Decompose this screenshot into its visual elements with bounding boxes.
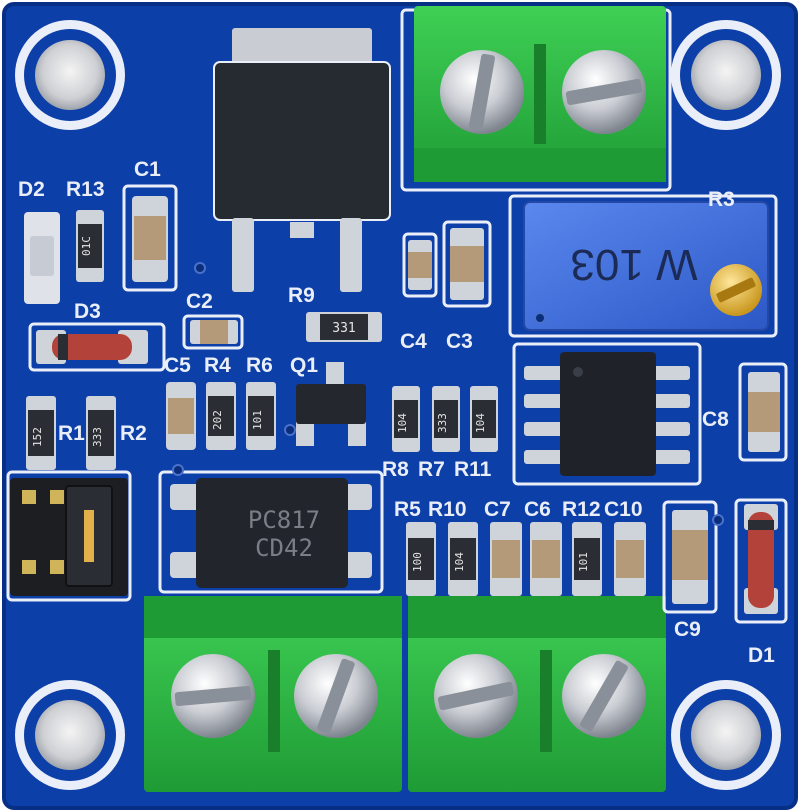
label-r11: R11 [454, 458, 492, 481]
jumper-header [10, 478, 128, 596]
screw-top-left [440, 50, 524, 134]
terminal-block-bottom-left [144, 596, 402, 792]
label-d2: D2 [18, 178, 45, 201]
label-c6: C6 [524, 498, 551, 521]
screw-bottom-right-2 [562, 654, 646, 738]
resistor-r5: 100 [406, 522, 436, 596]
label-r12: R12 [562, 498, 601, 521]
mounting-hole-bottom-left [15, 680, 125, 790]
voltage-regulator [213, 28, 391, 292]
label-q1: Q1 [290, 354, 318, 377]
resistor-r7: 333 [432, 386, 460, 452]
svg-text:202: 202 [211, 410, 224, 430]
screw-bottom-left-1 [171, 654, 255, 738]
svg-text:333: 333 [436, 413, 449, 433]
capacitor-c1 [122, 184, 178, 292]
label-r6: R6 [246, 354, 273, 377]
label-r2: R2 [120, 422, 147, 445]
svg-text:152: 152 [31, 427, 44, 447]
label-r13: R13 [66, 178, 105, 201]
label-r4: R4 [204, 354, 231, 377]
mounting-hole-top-right [671, 20, 781, 130]
label-c8: C8 [702, 408, 729, 431]
capacitor-c6 [530, 522, 562, 596]
label-c4: C4 [400, 330, 427, 353]
svg-text:104: 104 [453, 552, 466, 572]
diode-d1 [734, 498, 788, 624]
svg-text:104: 104 [396, 413, 409, 433]
reference-designators: D2 R13 C1 D3 C2 R9 R3 C4 C3 C5 R4 R6 Q1 … [18, 158, 775, 667]
label-c10: C10 [604, 498, 643, 521]
capacitor-c10 [614, 522, 646, 596]
label-c3: C3 [446, 330, 473, 353]
pot-adjust-screw [710, 264, 762, 316]
capacitor-c9 [662, 500, 718, 614]
vias [172, 262, 724, 526]
mounting-hole-bottom-right [671, 680, 781, 790]
resistor-r9: 331 [306, 312, 382, 342]
capacitor-c7 [490, 522, 522, 596]
label-r5: R5 [394, 498, 421, 521]
screw-top-right [562, 50, 646, 134]
ic-soic8 [524, 352, 690, 476]
transistor-q1 [296, 362, 366, 446]
svg-text:100: 100 [411, 552, 424, 572]
resistor-r2: 333 [86, 396, 116, 470]
resistor-r6: 101 [246, 382, 276, 450]
resistor-r11: 104 [470, 386, 498, 452]
resistor-r1: 152 [26, 396, 56, 470]
label-r3: R3 [708, 188, 735, 211]
label-d1: D1 [748, 644, 775, 667]
screw-bottom-left-2 [294, 654, 378, 738]
label-c1: C1 [134, 158, 161, 181]
pot-marking: W 103 [570, 240, 697, 289]
label-r10: R10 [428, 498, 467, 521]
resistor-r4: 202 [206, 382, 236, 450]
svg-text:101: 101 [251, 410, 264, 430]
resistors: 01C 331 152 333 202 101 104 333 104 100 … [26, 210, 602, 596]
capacitor-c8 [738, 362, 788, 462]
opto-marking-line2: CD42 [255, 534, 313, 562]
label-c9: C9 [674, 618, 701, 641]
resistor-r12: 101 [572, 522, 602, 596]
optocoupler: PC817 CD42 [170, 478, 372, 588]
resistor-r8: 104 [392, 386, 420, 452]
svg-text:01C: 01C [80, 236, 93, 256]
mounting-holes [15, 20, 781, 790]
svg-text:333: 333 [91, 427, 104, 447]
label-r8: R8 [382, 458, 409, 481]
capacitor-c2 [182, 314, 244, 350]
opto-marking-line1: PC817 [248, 506, 320, 534]
capacitor-c5 [166, 382, 196, 450]
svg-text:104: 104 [474, 413, 487, 433]
capacitors [122, 184, 788, 614]
label-d3: D3 [74, 300, 101, 323]
led-d2 [24, 212, 60, 304]
label-c5: C5 [164, 354, 191, 377]
terminal-block-bottom-right [408, 596, 666, 792]
svg-text:101: 101 [577, 552, 590, 572]
label-c2: C2 [186, 290, 213, 313]
mounting-hole-top-left [15, 20, 125, 130]
screw-bottom-right-1 [434, 654, 518, 738]
label-r1: R1 [58, 422, 85, 445]
terminal-block-top [414, 6, 666, 182]
resistor-r13: 01C [76, 210, 104, 282]
resistor-r10: 104 [448, 522, 478, 596]
capacitor-c4 [402, 232, 438, 298]
label-c7: C7 [484, 498, 511, 521]
label-r9: R9 [288, 284, 315, 307]
label-r7: R7 [418, 458, 445, 481]
svg-text:331: 331 [332, 321, 355, 336]
capacitor-c3 [442, 220, 492, 308]
diode-d3 [28, 322, 166, 372]
potentiometer: W 103 [523, 201, 769, 331]
